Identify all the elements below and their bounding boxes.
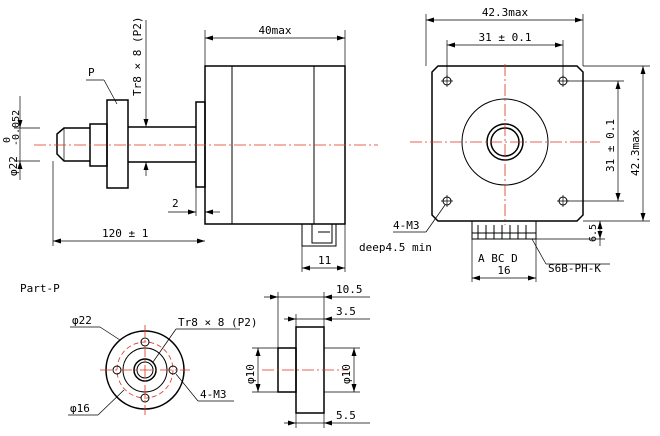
nut-screw-label: 4-M3 [200,388,227,401]
connector-model-leader [531,238,547,265]
step-label: 2 [172,197,179,210]
outer-dia-label: φ22 [72,314,92,327]
nut-thread-label: Tr8 × 8 (P2) [178,316,257,329]
part-label: P [88,66,95,79]
hole-spacing-v-label: 31 ± 0.1 [604,119,617,172]
lead-screw [128,126,196,163]
connector-height-label: 6.5 [588,224,599,242]
screw-leader [425,204,446,233]
shaft-tip [56,127,90,162]
connector-body [471,220,537,240]
nut-flange [106,99,129,189]
width-label: 42.3max [482,6,529,19]
flange-thick-label: 3.5 [336,305,356,318]
nut-screw-leader [175,373,199,402]
tolerance-upper: 0 [2,137,13,143]
bolt-circle-label: φ16 [70,402,90,415]
thread-label: Tr8 × 8 (P2) [131,17,144,96]
nut-thread-leader [152,328,177,363]
front-face [431,65,584,222]
bolt-circle-leader [97,389,125,416]
total-length-label: 10.5 [336,283,363,296]
connector-inner [311,223,333,244]
connector-model-label: S6B-PH-K [548,262,601,275]
length-label: 40max [258,24,291,37]
shaft-length-label: 120 ± 1 [102,227,148,240]
part-p-title: Part-P [20,282,60,295]
part-leader [103,79,118,105]
part-p: Part-P φ22 Tr8 × 8 (P2) φ16 4-M3 [20,282,370,428]
bore-right-label: φ10 [340,364,353,384]
diameter-label: φ22 [7,156,20,176]
connector-label: 11 [318,254,331,267]
front-boss [195,101,206,188]
side-view: 40max Tr8 × 8 (P2) P φ22 0 -0.052 2 120 … [2,17,378,272]
hole-spacing-h-label: 31 ± 0.1 [479,31,532,44]
height-label: 42.3max [629,129,642,176]
hub-length-label: 5.5 [336,409,356,422]
tolerance-lower: -0.052 [11,110,22,146]
bore-left-label: φ10 [244,364,257,384]
pins-label: A BC D [478,252,518,265]
screw-label: 4-M3 [393,219,420,232]
outer-dia-leader [99,326,121,341]
front-view: 42.3max 31 ± 0.1 31 ± 0.1 42.3max 6.5 4-… [359,6,650,282]
connector-width-label: 16 [497,264,510,277]
depth-label: deep4.5 min [359,241,432,254]
